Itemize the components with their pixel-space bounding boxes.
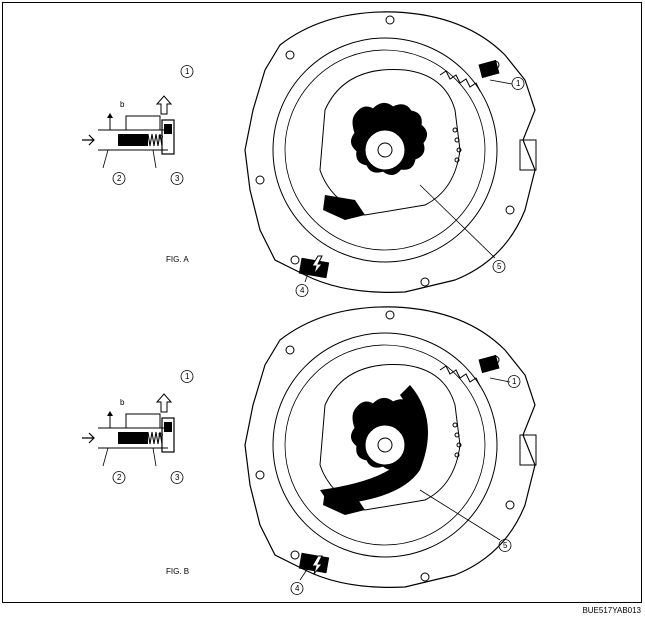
callout-circle (492, 260, 506, 273)
pump-a-callout-1: 1 (516, 79, 521, 88)
pump-b-callout-1: 1 (512, 377, 517, 386)
valve-diagram-b (81, 393, 175, 467)
valve-b-letter-p1: P (137, 432, 143, 441)
valve-a-letter-a: a (113, 134, 117, 141)
callout-circle (511, 77, 525, 90)
figure-code: BUE517YAB013 (582, 606, 641, 615)
callout-circle (180, 370, 194, 383)
valve-a-letter-b: b (120, 100, 125, 109)
callout-circle (507, 375, 521, 388)
pump-b-callout-5: 5 (503, 541, 508, 550)
callout-markers (112, 65, 525, 595)
valve-b-callout-3: 3 (175, 473, 180, 482)
pump-b-callout-4: 4 (295, 584, 300, 593)
callout-circle (112, 172, 126, 185)
pump-diagram-a (244, 11, 537, 293)
valve-b-callout-1: 1 (185, 372, 190, 381)
valve-b-callout-2: 2 (117, 473, 122, 482)
callout-circle (295, 284, 309, 297)
valve-b-letter-p2: P (158, 432, 164, 441)
valve-b-letter-b: b (120, 398, 125, 407)
valve-b-letter-a: a (113, 432, 117, 439)
figure-b-caption: FIG. B (166, 567, 190, 576)
valve-a-letter-p1: P (137, 134, 143, 143)
pump-a-callout-5: 5 (497, 262, 502, 271)
callout-circle (290, 582, 304, 595)
figure-a-caption: FIG. A (166, 255, 189, 264)
callout-circle (180, 65, 194, 78)
figure-frame (2, 2, 642, 603)
valve-a-letter-p2: P (158, 134, 164, 143)
valve-a-callout-2: 2 (117, 174, 122, 183)
callout-circle (112, 471, 126, 484)
valve-a-callout-1: 1 (185, 67, 190, 76)
callout-circle (498, 539, 512, 552)
callout-circle (170, 471, 184, 484)
valve-diagram-a (81, 95, 175, 169)
pump-diagram-b (244, 306, 537, 588)
pump-a-callout-4: 4 (300, 286, 305, 295)
callout-circle (170, 172, 184, 185)
valve-a-callout-3: 3 (175, 174, 180, 183)
